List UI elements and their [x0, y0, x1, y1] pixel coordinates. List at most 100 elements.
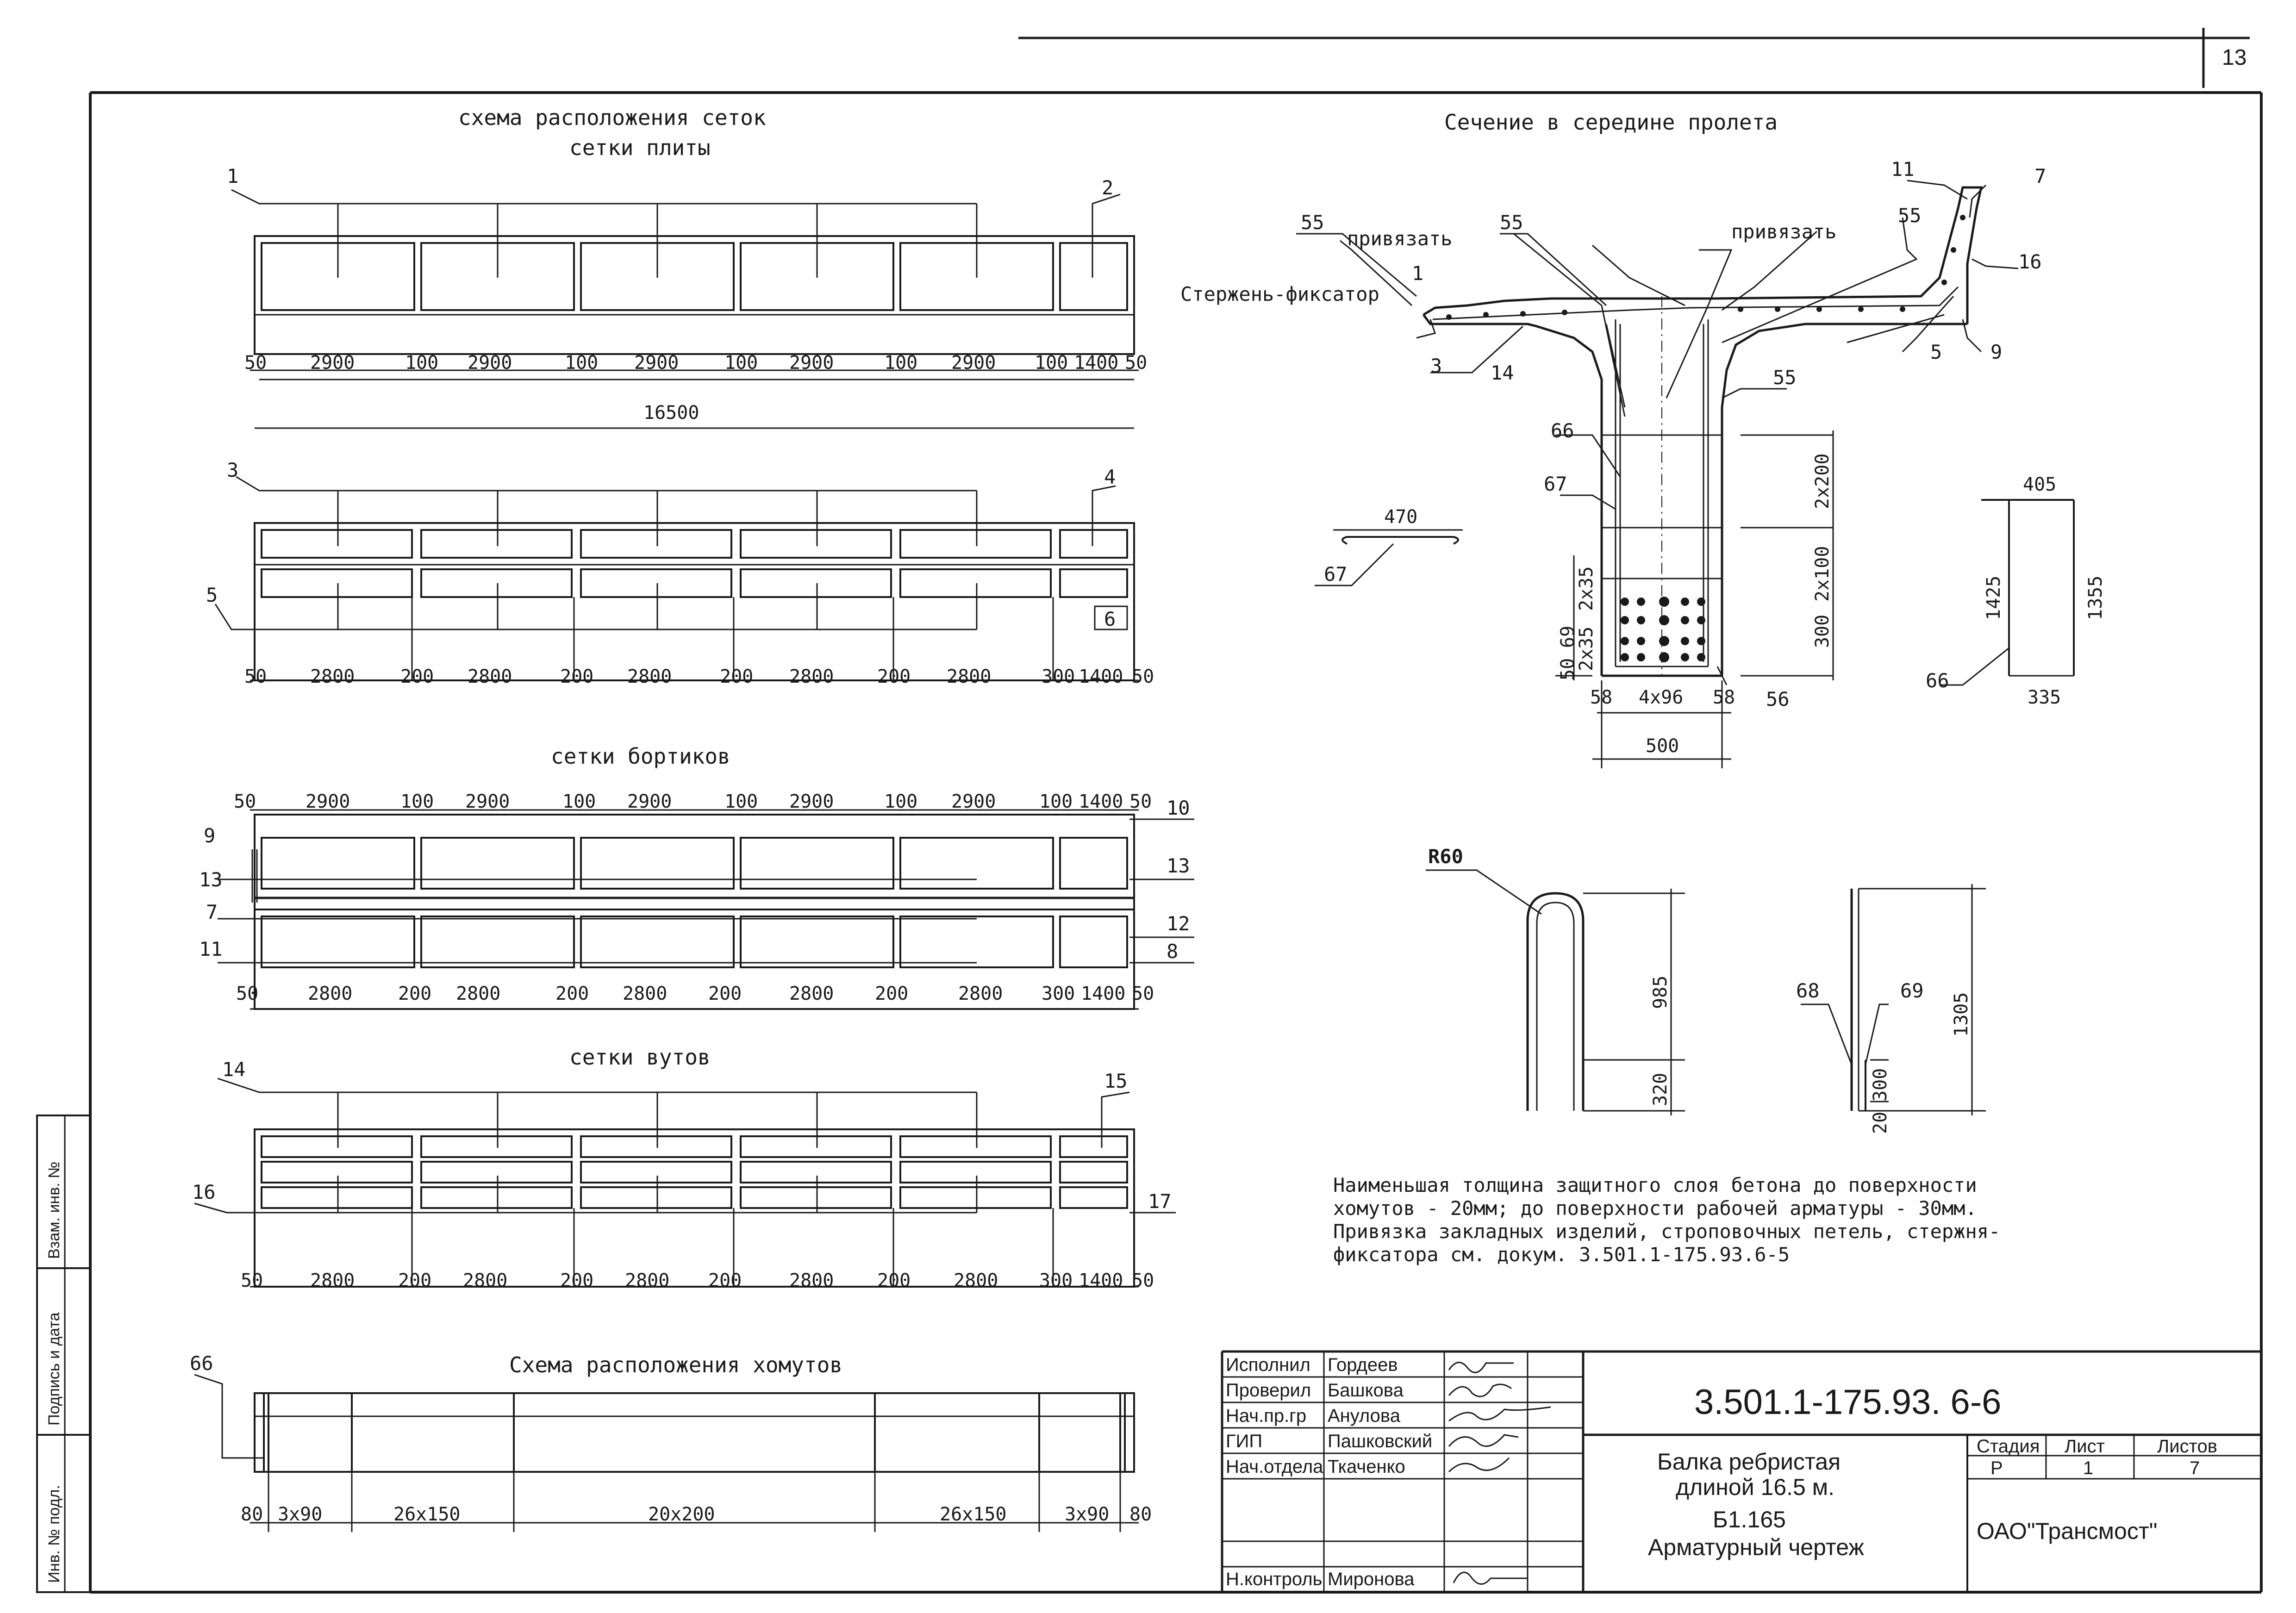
svg-text:100: 100 [405, 352, 438, 374]
svg-text:50: 50 [244, 666, 267, 687]
stirrups-panel [194, 1374, 1139, 1532]
slab-mesh-panel [231, 189, 1139, 429]
panel4-dims: 50 2800 200 2800 200 2800 200 2800 200 2… [241, 1270, 1154, 1291]
rib-mesh-panel [214, 476, 1139, 681]
tb-name-4: Ткаченко [1328, 1457, 1405, 1477]
section-callout-67: 67 [1544, 473, 1567, 495]
loop-leg: 320 [1650, 1073, 1671, 1106]
svg-text:100: 100 [565, 352, 598, 374]
svg-text:2800: 2800 [789, 1270, 834, 1291]
svg-text:2800: 2800 [623, 983, 667, 1004]
sheet-value: 1 [2083, 1458, 2093, 1478]
callout-1: 1 [227, 165, 238, 187]
section-callout-66: 66 [1551, 419, 1574, 442]
callout-6: 6 [1104, 608, 1116, 630]
svg-text:50: 50 [1132, 1270, 1154, 1291]
svg-text:2800: 2800 [947, 666, 991, 687]
svg-text:50: 50 [241, 1270, 263, 1291]
callout-12: 12 [1167, 912, 1190, 935]
section-callout-16: 16 [2018, 250, 2042, 273]
panel3-top-dims: 50 2900 100 2900 100 2900 100 2900 100 2… [234, 791, 1152, 812]
bar-68-label: 68 [1796, 979, 1820, 1002]
callout-14: 14 [222, 1058, 246, 1081]
svg-text:2900: 2900 [634, 352, 679, 374]
side-mesh-panel [218, 809, 1194, 1010]
svg-text:100: 100 [1035, 352, 1068, 374]
svg-text:50: 50 [1125, 352, 1147, 374]
svg-text:50: 50 [1132, 666, 1154, 687]
svg-text:300: 300 [1042, 983, 1075, 1004]
svg-text:200: 200 [877, 1270, 911, 1291]
cross-section [1296, 180, 2019, 768]
privyazat-left: привязать [1347, 227, 1453, 250]
tb-name-2: Анулова [1328, 1406, 1401, 1426]
section-callout-3: 3 [1430, 355, 1442, 377]
sheets-header: Листов [2157, 1436, 2217, 1457]
bar-69-label: 69 [1900, 979, 1924, 1002]
svg-text:2800: 2800 [310, 666, 355, 687]
svg-text:50: 50 [1132, 983, 1154, 1004]
section-callout-7: 7 [2034, 165, 2046, 187]
dim-4x96: 4x96 [1639, 687, 1683, 708]
detail-67-label: 67 [1324, 563, 1348, 585]
svg-text:100: 100 [400, 791, 434, 812]
svg-text:хомутов - 20мм; до поверхности: хомутов - 20мм; до поверхности рабочей а… [1333, 1197, 1977, 1220]
svg-text:200: 200 [398, 983, 431, 1004]
callout-66-stirrups: 66 [190, 1352, 213, 1375]
tb-role-3: ГИП [1226, 1431, 1262, 1451]
tb-name-0: Гордеев [1328, 1355, 1398, 1375]
stirrups-dims: 80 3x90 26x150 20x200 26x150 3x90 80 [241, 1504, 1152, 1525]
svg-text:2900: 2900 [789, 791, 834, 812]
svg-text:1400: 1400 [1079, 791, 1123, 812]
stage-value: Р [1990, 1458, 2003, 1478]
company-name: ОАО"Трансмост" [1977, 1518, 2157, 1544]
bar-300: 300 [1870, 1068, 1891, 1102]
section-callout-5: 5 [1930, 341, 1942, 363]
callout-17: 17 [1148, 1190, 1172, 1213]
haunch-mesh-subtitle: сетки вутов [569, 1045, 711, 1070]
page-number: 13 [2222, 45, 2246, 70]
svg-text:26x150: 26x150 [940, 1504, 1007, 1525]
panel3-bottom-dims: 50 2800 200 2800 200 2800 200 2800 200 2… [236, 983, 1154, 1004]
svg-text:200: 200 [555, 983, 589, 1004]
dim-500: 500 [1646, 735, 1679, 757]
description-2: длиной 16.5 м. [1676, 1474, 1834, 1500]
callout-13-right: 13 [1167, 854, 1190, 877]
detail-66-top: 405 [2023, 474, 2056, 495]
svg-text:200: 200 [400, 666, 434, 687]
svg-text:Привязка закладных изделий, ст: Привязка закладных изделий, строповочных… [1333, 1220, 2000, 1243]
doc-code: 3.501.1-175.93. 6-6 [1694, 1383, 2001, 1422]
detail-66-left: 1425 [1983, 576, 2004, 620]
svg-text:200: 200 [875, 983, 908, 1004]
mesh-scheme-title: схема расположения сеток [458, 105, 766, 130]
svg-text:80: 80 [241, 1504, 263, 1525]
svg-text:2900: 2900 [951, 791, 996, 812]
callout-13-left: 13 [199, 868, 223, 891]
svg-text:300: 300 [1039, 1270, 1073, 1291]
sheet-header: Лист [2065, 1436, 2105, 1457]
svg-text:2900: 2900 [789, 352, 834, 374]
dim-2x200: 2x200 [1812, 454, 1833, 509]
dim-58-left: 58 [1590, 687, 1612, 708]
tb-name-5: Миронова [1328, 1569, 1415, 1589]
svg-text:100: 100 [562, 791, 596, 812]
callout-15: 15 [1104, 1070, 1128, 1092]
svg-text:100: 100 [724, 352, 758, 374]
callout-9: 9 [204, 824, 215, 847]
svg-text:50: 50 [234, 791, 256, 812]
svg-text:50: 50 [236, 983, 258, 1004]
side-mesh-subtitle: сетки бортиков [551, 744, 730, 769]
svg-text:1400: 1400 [1079, 666, 1123, 687]
svg-text:2800: 2800 [456, 983, 500, 1004]
callout-16: 16 [192, 1181, 216, 1203]
dim-2x35-top: 2x35 [1576, 567, 1597, 611]
svg-text:2800: 2800 [789, 983, 834, 1004]
section-callout-1: 1 [1412, 262, 1423, 285]
stirrups-title: Схема расположения хомутов [509, 1352, 842, 1377]
callout-8: 8 [1167, 940, 1178, 963]
description-4: Арматурный чертеж [1648, 1534, 1864, 1560]
svg-text:Наименьшая толщина защитного с: Наименьшая толщина защитного слоя бетона… [1333, 1174, 1977, 1196]
tb-role-4: Нач.отдела [1226, 1457, 1323, 1477]
tb-role-2: Нач.пр.гр [1226, 1406, 1306, 1426]
section-callout-14: 14 [1491, 361, 1514, 384]
